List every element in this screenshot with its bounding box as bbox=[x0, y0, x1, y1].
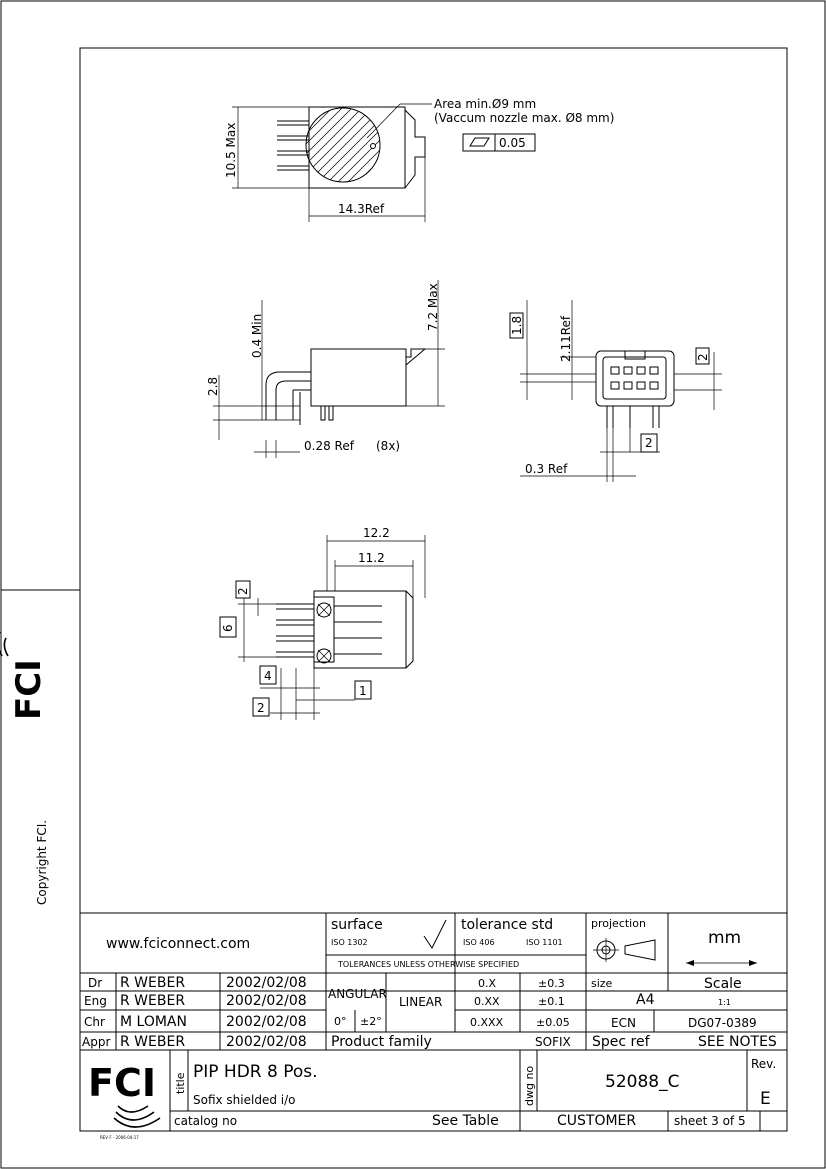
rev-value: E bbox=[760, 1089, 771, 1109]
size-value: A4 bbox=[636, 992, 655, 1008]
angular-tol: ±2° bbox=[360, 1015, 382, 1028]
box-span-6: 6 bbox=[221, 624, 235, 632]
dim-0-4: 0.4 Min bbox=[250, 314, 264, 358]
dwg-label: dwg no bbox=[523, 1066, 536, 1106]
date-chr: 2002/02/08 bbox=[226, 1014, 307, 1030]
size-label: size bbox=[591, 977, 613, 990]
front-view bbox=[509, 300, 722, 482]
tolerance-note: TOLERANCES UNLESS OTHERWISE SPECIFIED bbox=[337, 960, 519, 969]
name-chr: M LOMAN bbox=[120, 1014, 187, 1030]
dim-14-3: 14.3Ref bbox=[338, 202, 385, 216]
svg-text:FCI: FCI bbox=[88, 1061, 156, 1105]
title-line-1: PIP HDR 8 Pos. bbox=[193, 1062, 318, 1082]
title-line-2: Sofix shielded i/o bbox=[193, 1093, 296, 1107]
dim-7-2: 7.2 Max bbox=[426, 283, 440, 331]
date-eng: 2002/02/08 bbox=[226, 993, 307, 1009]
product-family-value: SOFIX bbox=[535, 1035, 571, 1049]
dwg-value: 52088_C bbox=[605, 1072, 679, 1092]
date-appr: 2002/02/08 bbox=[226, 1034, 307, 1050]
linear-t2: ±0.05 bbox=[536, 1016, 570, 1029]
box-right-1: 1 bbox=[359, 684, 367, 698]
angular-deg: 0° bbox=[334, 1015, 347, 1028]
title-block-grid bbox=[80, 912, 787, 1131]
catalog-label: catalog no bbox=[174, 1114, 237, 1128]
role-eng: Eng bbox=[84, 994, 107, 1008]
name-dr: R WEBER bbox=[120, 975, 185, 991]
surface-label: surface bbox=[331, 917, 383, 933]
dim-2-11: 2.11Ref bbox=[559, 315, 573, 362]
bottom-view bbox=[219, 535, 426, 720]
copyright-text: Copyright FCI. bbox=[35, 820, 49, 905]
ecn-label: ECN bbox=[611, 1016, 636, 1030]
spec-ref-value: SEE NOTES bbox=[698, 1034, 777, 1050]
role-chr: Chr bbox=[84, 1015, 105, 1029]
customer-label: CUSTOMER bbox=[557, 1113, 636, 1129]
box-top-2: 2 bbox=[236, 587, 250, 595]
box-left-4: 4 bbox=[264, 669, 272, 683]
projection-label: projection bbox=[591, 917, 646, 930]
tolerance-std-1: ISO 406 bbox=[463, 938, 495, 947]
box-bottom-2: 2 bbox=[257, 701, 265, 715]
dim-12-2: 12.2 bbox=[363, 526, 390, 540]
flatness-value: 0.05 bbox=[499, 136, 526, 150]
linear-t1: ±0.1 bbox=[538, 995, 565, 1008]
name-appr: R WEBER bbox=[120, 1034, 185, 1050]
dim-11-2: 11.2 bbox=[358, 551, 385, 565]
linear-t0: ±0.3 bbox=[538, 977, 565, 990]
area-note-1: Area min.Ø9 mm bbox=[434, 97, 536, 111]
dim-0-3: 0.3 Ref bbox=[525, 462, 568, 476]
area-note-2: (Vaccum nozzle max. Ø8 mm) bbox=[434, 111, 614, 125]
dim-1-8: 1.8 bbox=[510, 316, 524, 335]
website: www.fciconnect.com bbox=[106, 936, 250, 952]
product-family-label: Product family bbox=[331, 1034, 432, 1050]
fci-logo-sidebar: FCI bbox=[0, 631, 49, 720]
spec-ref-label: Spec ref bbox=[592, 1034, 651, 1050]
linear-label: LINEAR bbox=[399, 995, 442, 1009]
dim-bottom-2: 2 bbox=[645, 436, 653, 450]
role-dr: Dr bbox=[88, 976, 102, 990]
unit-arrow-icon bbox=[686, 960, 757, 966]
catalog-value: See Table bbox=[432, 1113, 499, 1129]
scale-label: Scale bbox=[704, 976, 742, 992]
linear-p0: 0.X bbox=[478, 977, 496, 990]
side-view bbox=[213, 280, 445, 458]
tolerance-std-2: ISO 1101 bbox=[526, 938, 563, 947]
surface-std: ISO 1302 bbox=[331, 938, 368, 947]
dim-side-2: 2 bbox=[696, 353, 710, 361]
rev-footer: REV F - 2006-04-17 bbox=[100, 1135, 139, 1140]
projection-icon bbox=[593, 938, 656, 962]
fci-logo-titleblock: FCI bbox=[88, 1061, 161, 1128]
scale-value: 1:1 bbox=[718, 998, 731, 1007]
title-label: title bbox=[174, 1072, 187, 1094]
dim-0-28: 0.28 Ref bbox=[304, 439, 355, 453]
linear-p1: 0.XX bbox=[474, 995, 500, 1008]
dim-10-5: 10.5 Max bbox=[224, 123, 238, 178]
unit-label: mm bbox=[708, 928, 741, 948]
tolerance-label: tolerance std bbox=[461, 917, 553, 933]
role-appr: Appr bbox=[82, 1035, 110, 1049]
rev-label: Rev. bbox=[751, 1057, 776, 1071]
pin-count-note: (8x) bbox=[376, 439, 400, 453]
checkmark-icon bbox=[423, 919, 447, 949]
name-eng: R WEBER bbox=[120, 993, 185, 1009]
ecn-value: DG07-0389 bbox=[688, 1016, 757, 1030]
dim-2-8: 2.8 bbox=[206, 377, 220, 396]
angular-label: ANGULAR bbox=[328, 987, 387, 1001]
sheet-label: sheet 3 of 5 bbox=[674, 1114, 746, 1128]
linear-p2: 0.XXX bbox=[470, 1016, 504, 1029]
date-dr: 2002/02/08 bbox=[226, 975, 307, 991]
svg-text:FCI: FCI bbox=[9, 659, 49, 720]
